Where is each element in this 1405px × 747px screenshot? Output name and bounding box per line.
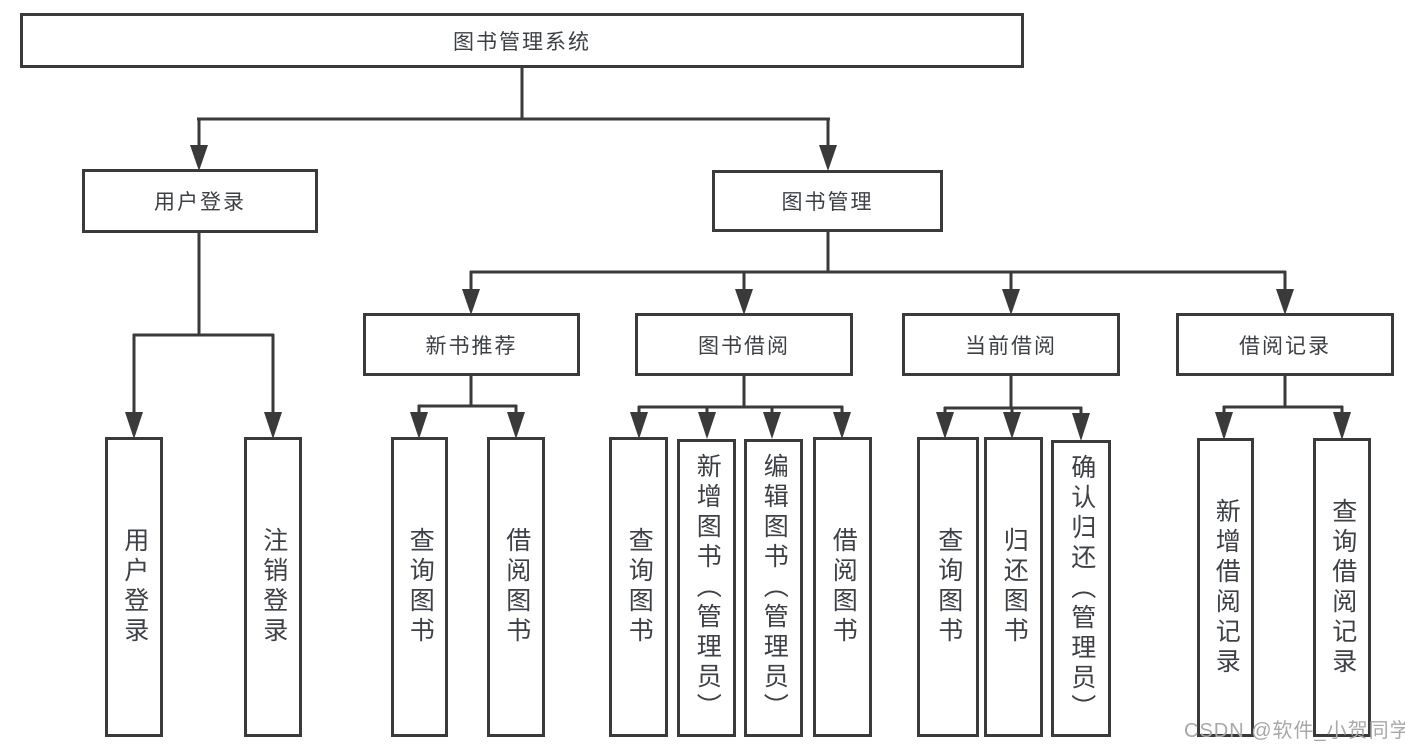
leaf-query-books-1: 查询图书: [391, 437, 448, 737]
node-book-borrowing-label: 图书借阅: [698, 334, 790, 358]
leaf-query-books-2-label: 查询图书: [625, 527, 654, 647]
node-new-book-recommendation: 新书推荐: [363, 313, 580, 376]
leaf-logout: 注销登录: [244, 437, 302, 737]
node-new-book-recommendation-label: 新书推荐: [425, 334, 518, 358]
leaf-return-books: 归还图书: [984, 437, 1043, 737]
leaf-add-borrow-record: 新增借阅记录: [1197, 438, 1254, 737]
leaf-confirm-return-admin-label: 确认归还（管理员）: [1067, 453, 1096, 724]
leaf-confirm-return-admin: 确认归还（管理员）: [1051, 440, 1111, 737]
node-book-management-label: 图书管理: [781, 191, 874, 214]
leaf-user-login: 用户登录: [105, 437, 163, 737]
leaf-query-books-2: 查询图书: [609, 437, 668, 737]
leaf-borrow-books-2: 借阅图书: [813, 437, 872, 737]
leaf-borrow-books-1: 借阅图书: [487, 437, 545, 737]
leaf-query-books-1-label: 查询图书: [406, 527, 435, 647]
node-borrowing-records: 借阅记录: [1176, 313, 1394, 376]
leaf-query-borrow-record: 查询借阅记录: [1313, 438, 1371, 737]
leaf-query-books-3-label: 查询图书: [934, 527, 963, 647]
node-book-borrowing: 图书借阅: [635, 313, 853, 376]
leaf-add-books-admin-label: 新增图书（管理员）: [693, 453, 722, 723]
leaf-borrow-books-2-label: 借阅图书: [829, 527, 858, 647]
node-user-login-label: 用户登录: [154, 191, 246, 214]
node-book-management: 图书管理: [712, 170, 943, 232]
node-borrowing-records-label: 借阅记录: [1239, 334, 1331, 358]
node-current-borrowing: 当前借阅: [902, 313, 1120, 376]
leaf-edit-books-admin-label: 编辑图书（管理员）: [760, 453, 789, 723]
leaf-add-books-admin: 新增图书（管理员）: [677, 439, 736, 737]
node-current-borrowing-label: 当前借阅: [965, 334, 1057, 358]
node-user-login: 用户登录: [82, 169, 318, 233]
leaf-borrow-books-1-label: 借阅图书: [502, 527, 531, 647]
csdn-watermark: CSDN @软件_小贺同学: [1184, 720, 1405, 742]
leaf-logout-label: 注销登录: [259, 527, 288, 647]
leaf-query-borrow-record-label: 查询借阅记录: [1328, 497, 1357, 678]
node-root: 图书管理系统: [20, 13, 1024, 68]
leaf-add-borrow-record-label: 新增借阅记录: [1212, 497, 1241, 678]
node-root-label: 图书管理系统: [453, 30, 591, 54]
leaf-user-login-label: 用户登录: [120, 527, 149, 647]
leaf-edit-books-admin: 编辑图书（管理员）: [744, 439, 803, 737]
leaf-return-books-label: 归还图书: [1000, 527, 1029, 647]
leaf-query-books-3: 查询图书: [917, 437, 979, 737]
